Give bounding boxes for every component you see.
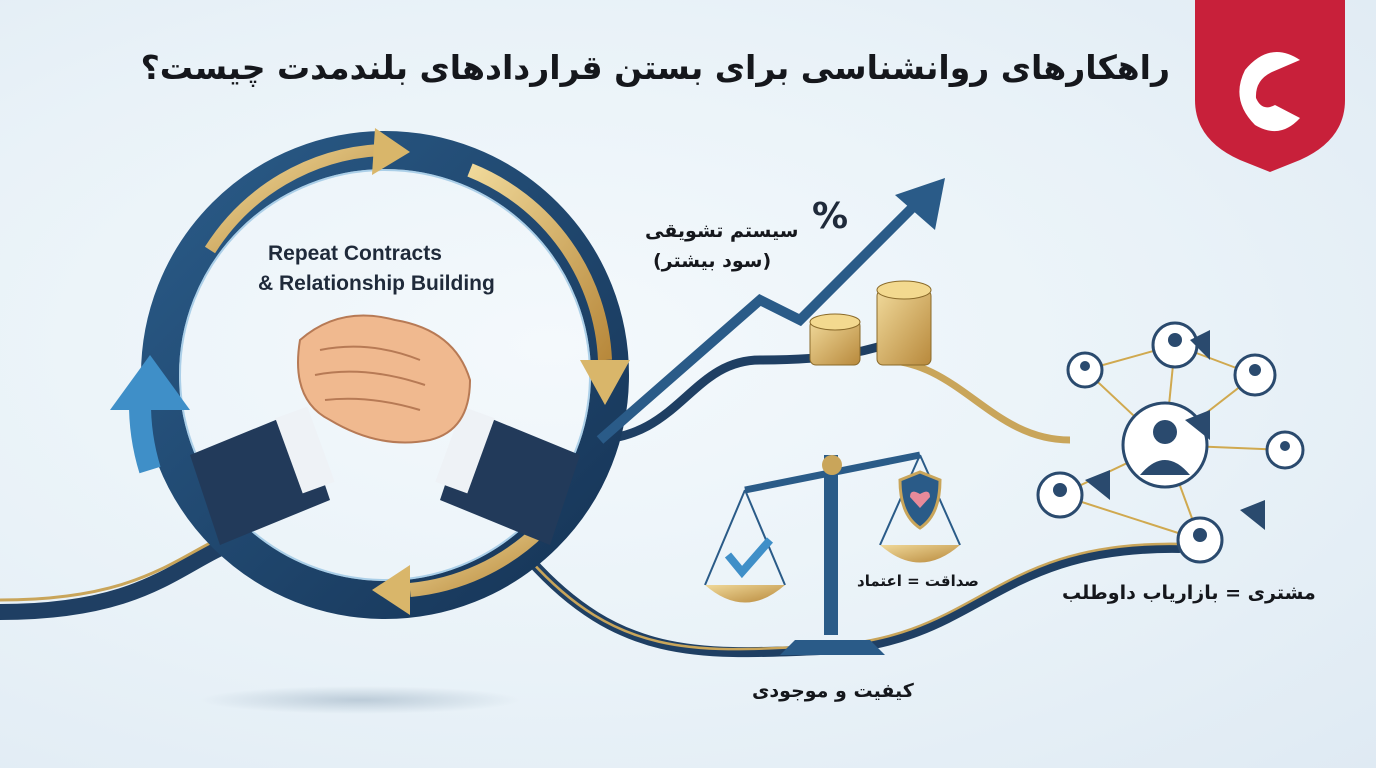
brand-logo [1195, 0, 1345, 172]
quality-label: کیفیت و موجودی [752, 680, 914, 702]
checkmark-icon [724, 537, 774, 579]
percent-symbol: % [812, 196, 849, 237]
referral-network-icon [1036, 321, 1305, 564]
megaphone-icon [1240, 500, 1265, 530]
arrow-icon [580, 360, 630, 405]
incentive-sublabel: (سود بیشتر) [653, 250, 772, 272]
shadow [200, 686, 520, 714]
incentive-label: سیستم تشویقی [645, 220, 799, 242]
cycle-ring [110, 128, 630, 619]
arrow-icon [372, 565, 410, 615]
customer-label: مشتری = بازاریاب داوطلب [1062, 582, 1316, 604]
arrow-icon [110, 355, 190, 410]
honesty-label: صداقت = اعتماد [857, 572, 979, 590]
center-label-line2: & Relationship Building [258, 272, 495, 295]
balance-scale-icon [704, 451, 961, 655]
megaphone-icon [1190, 330, 1210, 360]
coin-stacks-icon [809, 280, 932, 366]
megaphone-icon [1085, 470, 1110, 500]
page-title: راهکارهای روانشناسی برای بستن قراردادهای… [140, 48, 1170, 87]
megaphone-icon [1185, 410, 1210, 440]
arrow-icon [372, 128, 410, 175]
center-label-line1: Repeat Contracts [268, 242, 442, 265]
handshake-illustration [190, 314, 580, 545]
growth-arrow [596, 178, 945, 444]
